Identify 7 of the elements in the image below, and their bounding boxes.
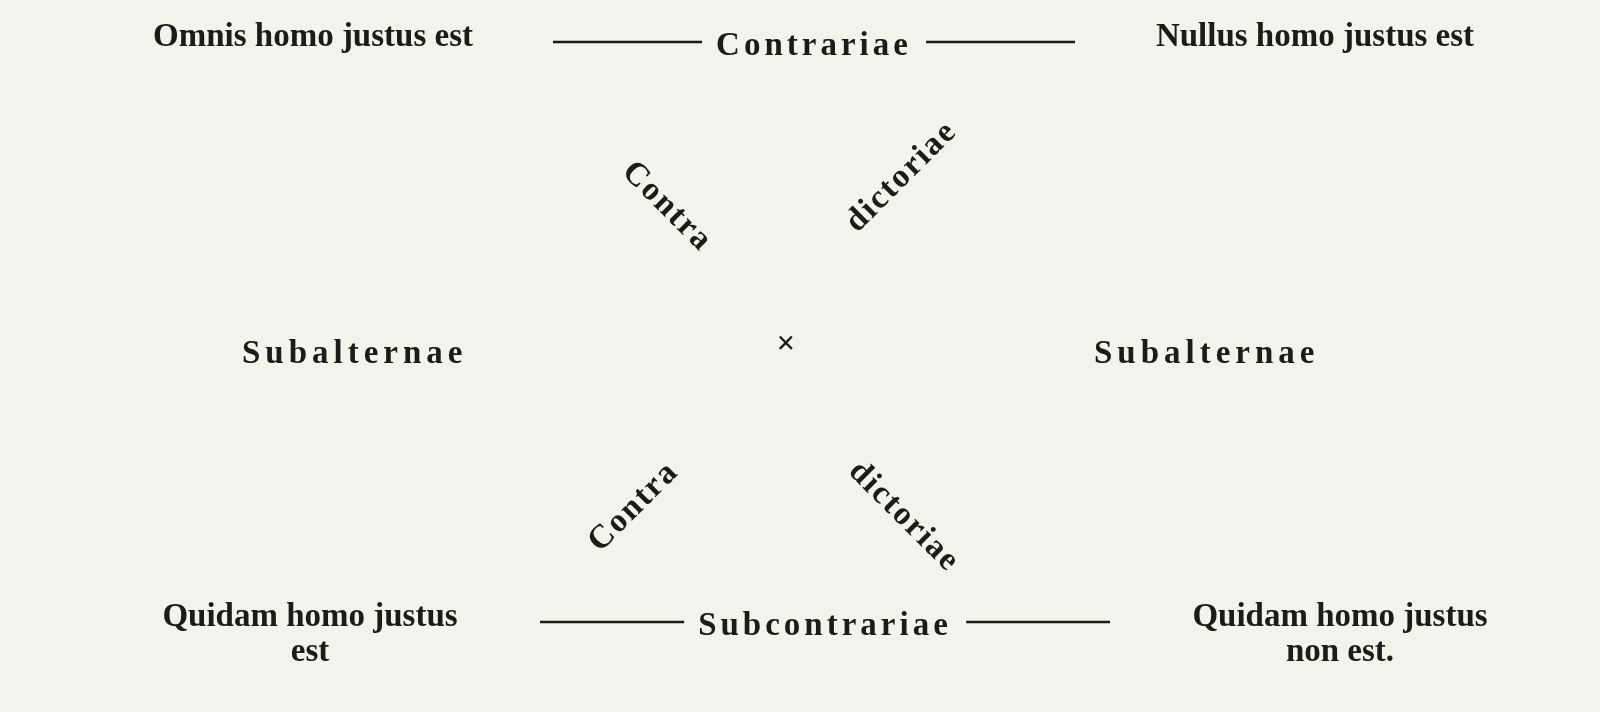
proposition-text: Quidam homo justus non est. <box>1110 598 1570 668</box>
label-text: Subalternae <box>242 333 468 371</box>
proposition-text: Quidam homo justus est <box>80 598 540 668</box>
label-text: Subalternae <box>1094 333 1320 371</box>
proposition-text: Omnis homo justus est <box>73 18 553 53</box>
label-text: × <box>776 324 796 362</box>
proposition-text: Nullus homo justus est <box>1075 18 1555 53</box>
